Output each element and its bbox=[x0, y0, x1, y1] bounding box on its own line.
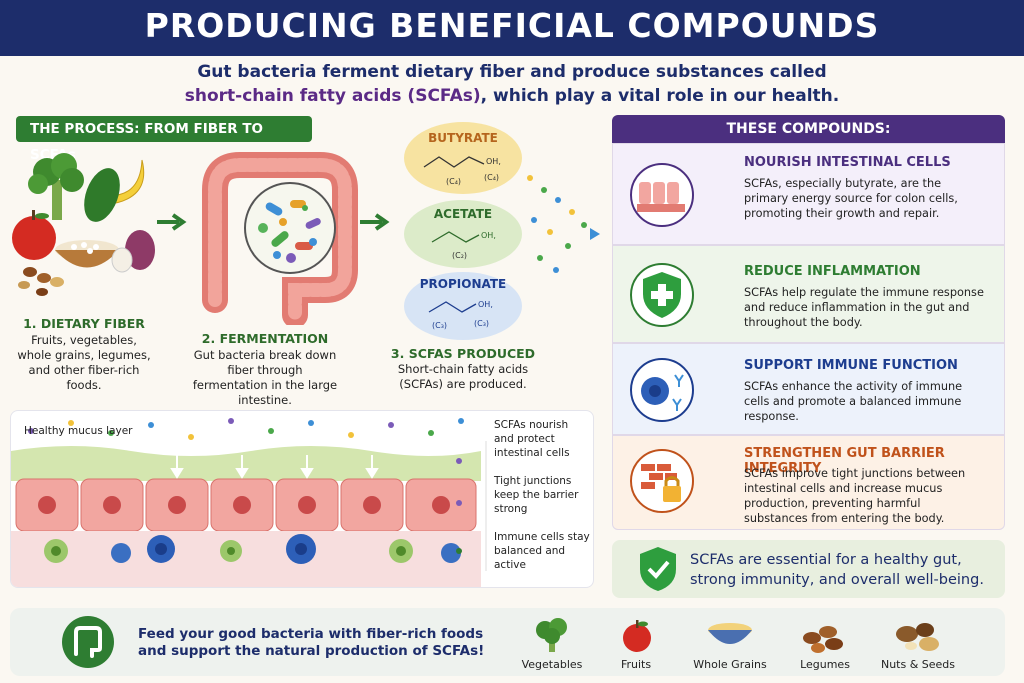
large-intestine-illustration bbox=[202, 152, 358, 325]
food-label-fruits: Fruits bbox=[620, 658, 652, 671]
step-2-text: Gut bacteria break down fiber through fe… bbox=[192, 348, 338, 407]
leafy-greens-icon bbox=[84, 168, 120, 222]
butyrate-title: BUTYRATE bbox=[428, 131, 498, 145]
step-1-title: 1. DIETARY FIBER bbox=[23, 316, 145, 331]
card-immune-text: SCFAs enhance the activity of immune cel… bbox=[744, 380, 963, 423]
step-3-text: Short-chain fatty acids (SCFAs) are prod… bbox=[397, 362, 529, 391]
broccoli-icon bbox=[28, 153, 84, 220]
card-immune bbox=[612, 343, 1005, 435]
gut-note-3: Immune cells stay balanced and active bbox=[494, 531, 590, 571]
card-barrier-text: SCFAs improve tight junctions between in… bbox=[744, 467, 966, 525]
svg-text:OH,: OH, bbox=[478, 300, 493, 309]
apple-icon bbox=[12, 210, 56, 260]
step-2-title: 2. FERMENTATION bbox=[201, 331, 329, 346]
propionate-molecule: PROPIONATE OH, (C₃) (C₃) bbox=[404, 272, 522, 340]
svg-text:(C₄): (C₄) bbox=[446, 177, 461, 186]
summary-box bbox=[612, 540, 1005, 598]
acetate-molecule: ACETATE OH, (C₂) bbox=[404, 200, 522, 268]
compounds-heading: THESE COMPOUNDS: bbox=[612, 115, 1005, 143]
propionate-title: PROPIONATE bbox=[420, 277, 506, 291]
summary-text: SCFAs are essential for a healthy gut, s… bbox=[690, 552, 984, 588]
footer-text: Feed your good bacteria with fiber-rich … bbox=[138, 626, 485, 659]
brick-lock-icon bbox=[630, 449, 694, 513]
mucus-layer-label: Healthy mucus layer bbox=[24, 425, 133, 437]
shield-plus-icon bbox=[630, 263, 694, 327]
food-label-nuts-seeds: Nuts & Seeds bbox=[880, 658, 956, 671]
card-nourish-title: NOURISH INTESTINAL CELLS bbox=[744, 155, 951, 170]
intro-line-2: short-chain fatty acids (SCFAs), which p… bbox=[60, 86, 964, 106]
svg-text:OH,: OH, bbox=[481, 231, 496, 240]
card-nourish-text: SCFAs, especially butyrate, are the prim… bbox=[744, 177, 958, 220]
intro-line-1: Gut bacteria ferment dietary fiber and p… bbox=[60, 62, 964, 82]
dietary-fiber-illustration bbox=[12, 153, 155, 296]
gut-cross-section-panel bbox=[10, 410, 594, 588]
page-title: PRODUCING BENEFICIAL COMPOUNDS bbox=[144, 6, 880, 45]
card-inflammation-title: REDUCE INFLAMMATION bbox=[744, 264, 921, 279]
intestine-badge-icon bbox=[62, 616, 114, 668]
butyrate-molecule: BUTYRATE OH, (C₄) (C₄) bbox=[404, 122, 522, 194]
nuts-seeds-icon bbox=[896, 623, 939, 651]
header-banner: PRODUCING BENEFICIAL COMPOUNDS bbox=[0, 0, 1024, 56]
food-label-legumes: Legumes bbox=[800, 658, 850, 671]
card-inflammation-text: SCFAs help regulate the immune response … bbox=[744, 286, 984, 329]
beans-icon bbox=[18, 267, 64, 296]
intro-text-2: , which play a vital role in our health. bbox=[480, 86, 840, 106]
grain-bowl-icon bbox=[55, 240, 119, 268]
scfa-particles bbox=[527, 175, 600, 273]
svg-text:(C₄): (C₄) bbox=[484, 173, 499, 182]
bacteria-icon bbox=[258, 200, 321, 263]
whole-grains-icon bbox=[708, 623, 752, 644]
fruits-icon bbox=[623, 620, 651, 652]
intro-text-1: Gut bacteria ferment dietary fiber and p… bbox=[197, 62, 827, 82]
vegetables-icon bbox=[536, 618, 567, 652]
svg-text:(C₃): (C₃) bbox=[432, 321, 447, 330]
intro-highlight: short-chain fatty acids (SCFAs) bbox=[184, 86, 481, 106]
gut-cross-section-illustration bbox=[11, 418, 487, 587]
step-3-title: 3. SCFAS PRODUCED bbox=[390, 346, 536, 361]
gut-note-1: SCFAs nourish and protect intestinal cel… bbox=[494, 419, 570, 459]
card-immune-title: SUPPORT IMMUNE FUNCTION bbox=[744, 358, 958, 373]
onion-icon bbox=[111, 230, 155, 273]
arrow-right-icon bbox=[360, 213, 390, 231]
food-label-vegetables: Vegetables bbox=[521, 658, 583, 671]
gut-note-2: Tight junctions keep the barrier strong bbox=[494, 475, 579, 515]
svg-text:(C₃): (C₃) bbox=[474, 319, 489, 328]
legumes-icon bbox=[803, 626, 843, 653]
svg-text:(C₂): (C₂) bbox=[452, 251, 467, 260]
arrow-right-icon bbox=[157, 213, 187, 231]
card-barrier-title: STRENGTHEN GUT BARRIER INTEGRITY bbox=[744, 446, 945, 476]
intestinal-cells-icon bbox=[630, 163, 694, 227]
immune-cell-icon bbox=[630, 358, 694, 422]
food-label-whole-grains: Whole Grains bbox=[693, 658, 767, 671]
process-heading: THE PROCESS: FROM FIBER TO SCFAs bbox=[16, 116, 312, 163]
acetate-title: ACETATE bbox=[434, 207, 492, 221]
svg-text:OH,: OH, bbox=[486, 157, 501, 166]
step-1-text: Fruits, vegetables, whole grains, legume… bbox=[17, 333, 151, 392]
check-shield-icon bbox=[640, 547, 676, 591]
